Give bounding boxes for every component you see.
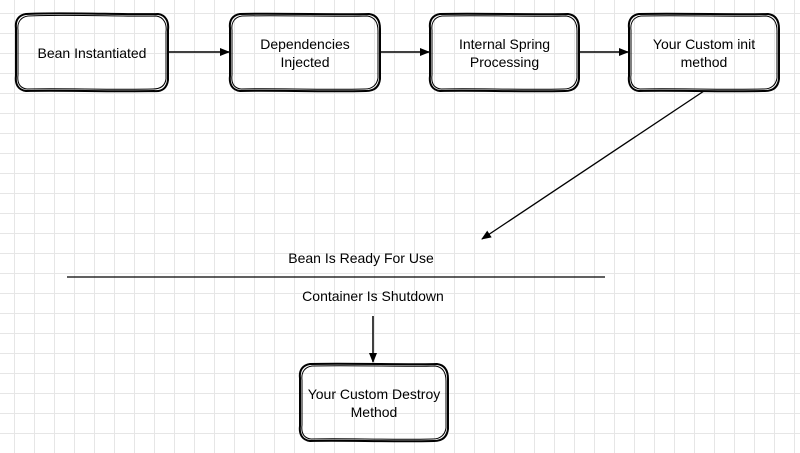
box-outline-custom-destroy [298, 362, 449, 443]
label-bean-ready: Bean Is Ready For Use [288, 250, 434, 266]
node-custom-destroy: Your Custom Destroy Method [307, 385, 441, 420]
node-dependencies-injected: Dependencies Injected [260, 35, 350, 70]
arrow-init-to-ready [481, 90, 705, 240]
box-outline-custom-init [627, 12, 780, 93]
box-outline-dependencies-injected [228, 12, 381, 93]
label-container-shutdown: Container Is Shutdown [302, 288, 444, 304]
box-outline-internal-spring-processing [428, 12, 580, 93]
box-outline-bean-instantiated [14, 12, 170, 93]
node-bean-instantiated: Bean Instantiated [37, 44, 147, 61]
node-internal-spring-processing: Internal Spring Processing [458, 35, 551, 70]
node-custom-init: Your Custom init method [652, 35, 756, 70]
